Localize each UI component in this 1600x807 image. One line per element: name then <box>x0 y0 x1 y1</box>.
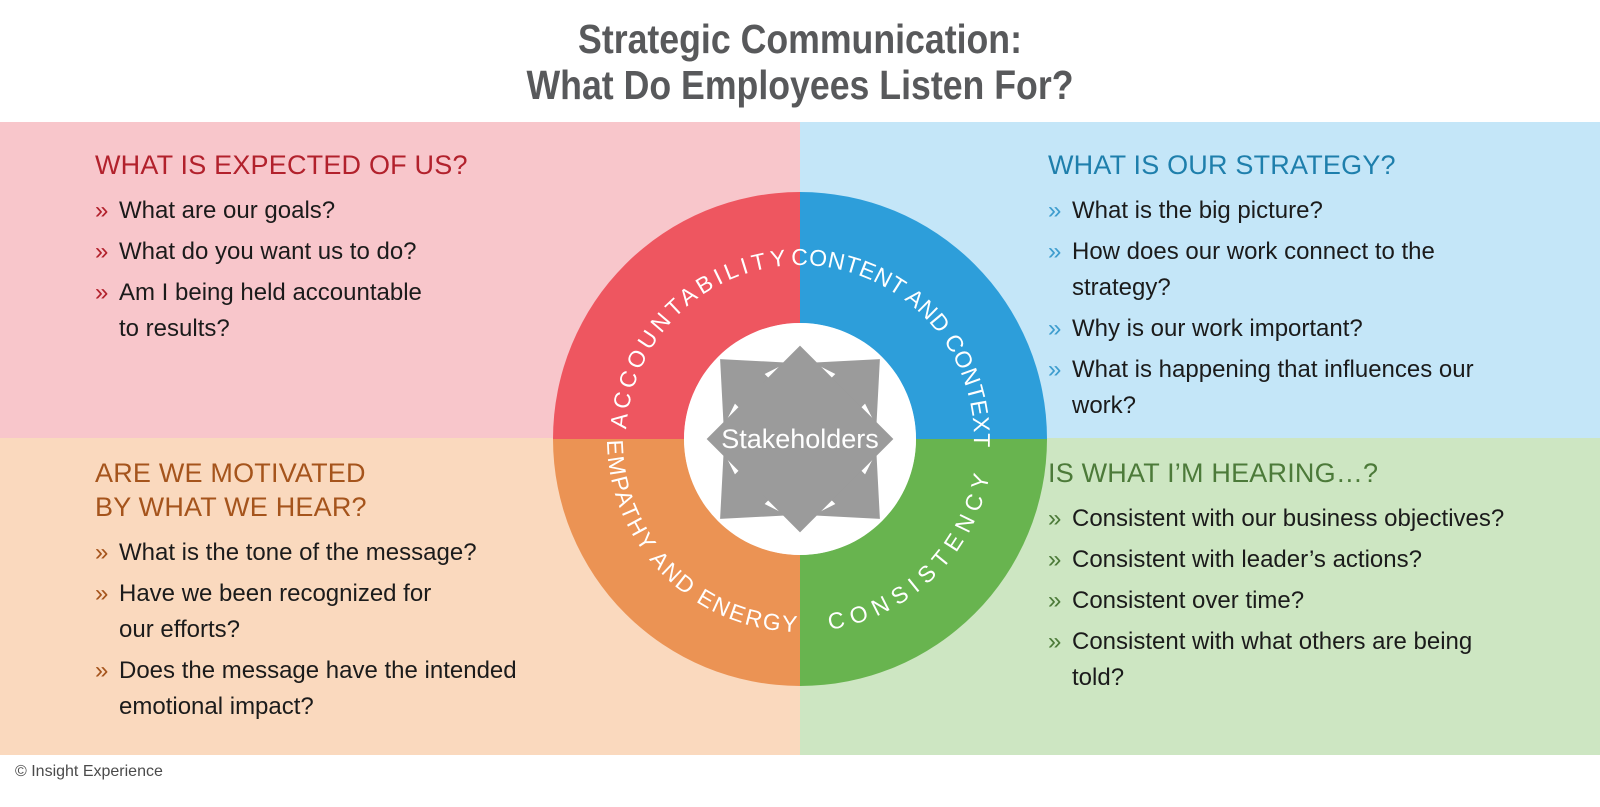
page-title-line-2: What Do Employees Listen For? <box>526 62 1074 108</box>
bullet-marker: » <box>1048 628 1062 655</box>
bullet-text: How does our work connect to the strateg… <box>1072 238 1435 301</box>
list-item: » Am I being held accountable to results… <box>95 275 800 347</box>
ring-segment-empathy-and-energy <box>553 439 800 686</box>
bullet-marker: » <box>1048 587 1062 614</box>
bullet-marker: » <box>95 197 109 224</box>
bullet-marker: » <box>95 238 109 265</box>
bullet-text: Consistent with leader’s actions? <box>1072 546 1422 573</box>
list-item: » What are our goals? <box>95 193 800 229</box>
list-item: » Why is our work important? <box>1048 311 1600 347</box>
page-title: Strategic Communication: What Do Employe… <box>104 16 1496 108</box>
bullet-text: Does the message have the intended emoti… <box>119 657 517 720</box>
bullet-marker: » <box>95 539 109 566</box>
list-item: » Consistent with our business objective… <box>1048 501 1600 537</box>
stakeholder-ring-diagram: Stakeholders ACCOUNTABILITY CONTENT AND … <box>553 192 1047 686</box>
list-item: » Consistent with leader’s actions? <box>1048 542 1600 578</box>
quadrant-heading: IS WHAT I’M HEARING…? <box>1048 458 1379 488</box>
bullet-marker: » <box>1048 315 1062 342</box>
bullet-marker: » <box>1048 505 1062 532</box>
stakeholders-label: Stakeholders <box>721 424 879 454</box>
ring-segment-accountability <box>553 192 800 439</box>
ring-segment-content-and-context <box>800 192 1047 439</box>
list-item: » What is the tone of the message? <box>95 535 800 571</box>
bullet-marker: » <box>1048 238 1062 265</box>
quadrant-heading: ARE WE MOTIVATED BY WHAT WE HEAR? <box>95 458 367 522</box>
list-item: » What is the big picture? <box>1048 193 1600 229</box>
list-item: » Consistent with what others are being … <box>1048 624 1600 696</box>
bullet-marker: » <box>1048 546 1062 573</box>
bullet-marker: » <box>95 279 109 306</box>
copyright-text: © Insight Experience <box>15 763 163 780</box>
list-item: » Consistent over time? <box>1048 583 1600 619</box>
bullet-text: Am I being held accountable to results? <box>119 279 422 342</box>
bullet-text: What is the tone of the message? <box>119 539 477 566</box>
list-item: » Have we been recognized for our effort… <box>95 576 800 648</box>
bullet-marker: » <box>95 580 109 607</box>
quadrant-heading: WHAT IS OUR STRATEGY? <box>1048 150 1396 180</box>
bullet-text: Why is our work important? <box>1072 315 1363 342</box>
bullet-text: Consistent over time? <box>1072 587 1305 614</box>
bullet-marker: » <box>1048 356 1062 383</box>
bullet-text: Have we been recognized for our efforts? <box>119 580 432 643</box>
page-title-line-1: Strategic Communication: <box>578 16 1022 62</box>
list-item: » What do you want us to do? <box>95 234 800 270</box>
list-item: » What is happening that influences our … <box>1048 352 1600 424</box>
bullet-text: What do you want us to do? <box>119 238 417 265</box>
bullet-text: What is the big picture? <box>1072 197 1323 224</box>
bullet-text: Consistent with what others are being to… <box>1072 628 1473 691</box>
bullet-marker: » <box>95 657 109 684</box>
bullet-text: What is happening that influences our wo… <box>1072 356 1474 419</box>
bullet-marker: » <box>1048 197 1062 224</box>
quadrant-heading: WHAT IS EXPECTED OF US? <box>95 150 468 180</box>
four-way-arrows-icon <box>706 345 894 533</box>
list-item: » How does our work connect to the strat… <box>1048 234 1600 306</box>
bullet-text: Consistent with our business objectives? <box>1072 505 1505 532</box>
ring-segment-consistency <box>800 439 1047 686</box>
bullet-text: What are our goals? <box>119 197 336 224</box>
list-item: » Does the message have the intended emo… <box>95 653 800 725</box>
